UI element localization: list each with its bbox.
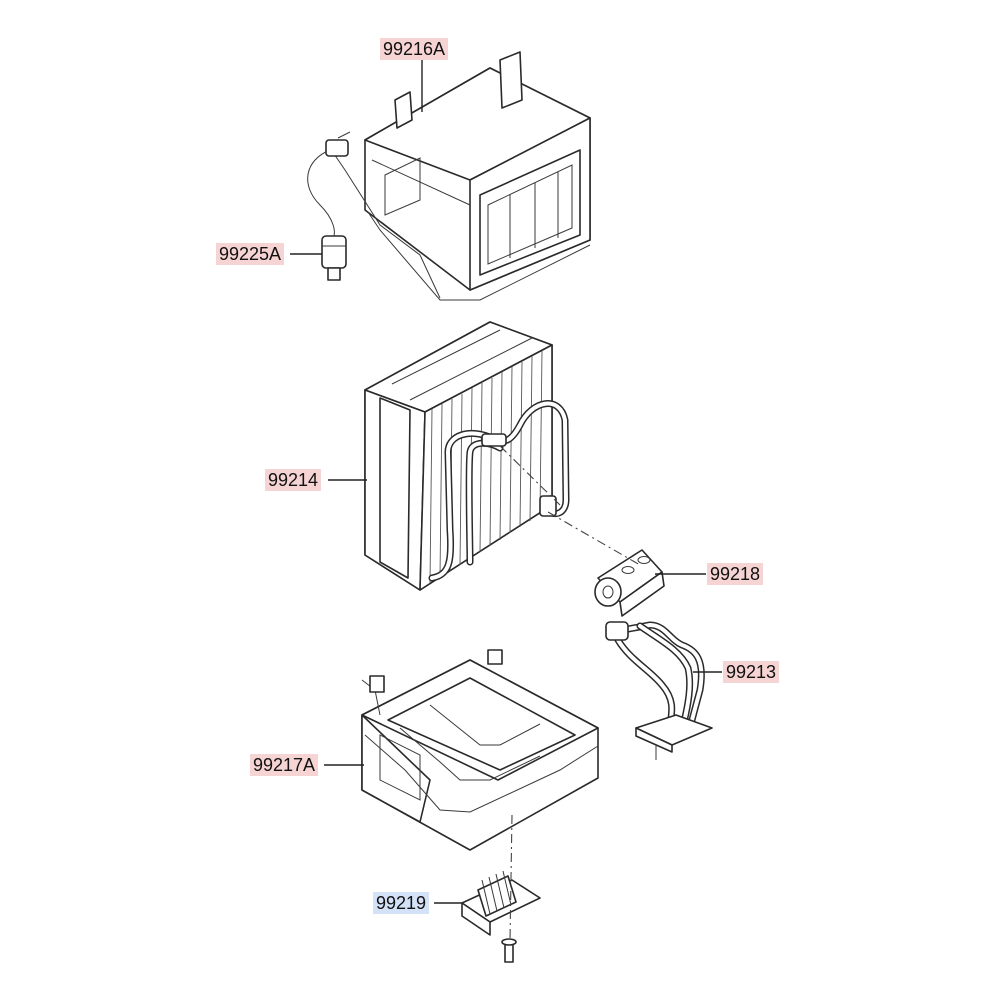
assembly-lines bbox=[499, 445, 641, 941]
lower-case[interactable] bbox=[361, 649, 599, 851]
blower-resistor[interactable] bbox=[461, 870, 541, 963]
callout-99219[interactable]: 99219 bbox=[373, 892, 430, 914]
expansion-valve[interactable] bbox=[594, 549, 665, 617]
callout-99216a[interactable]: 99216A bbox=[380, 38, 449, 60]
pipe-assembly[interactable] bbox=[605, 621, 713, 760]
evaporator-core[interactable] bbox=[364, 321, 570, 591]
callout-99214[interactable]: 99214 bbox=[265, 469, 322, 491]
callout-99218[interactable]: 99218 bbox=[707, 563, 764, 585]
leader-lines bbox=[290, 60, 722, 904]
upper-case[interactable] bbox=[329, 51, 591, 301]
callout-99225a[interactable]: 99225A bbox=[216, 243, 285, 265]
callout-99213[interactable]: 99213 bbox=[723, 661, 780, 683]
temperature-sensor[interactable] bbox=[307, 131, 351, 281]
callout-99217a[interactable]: 99217A bbox=[250, 754, 319, 776]
